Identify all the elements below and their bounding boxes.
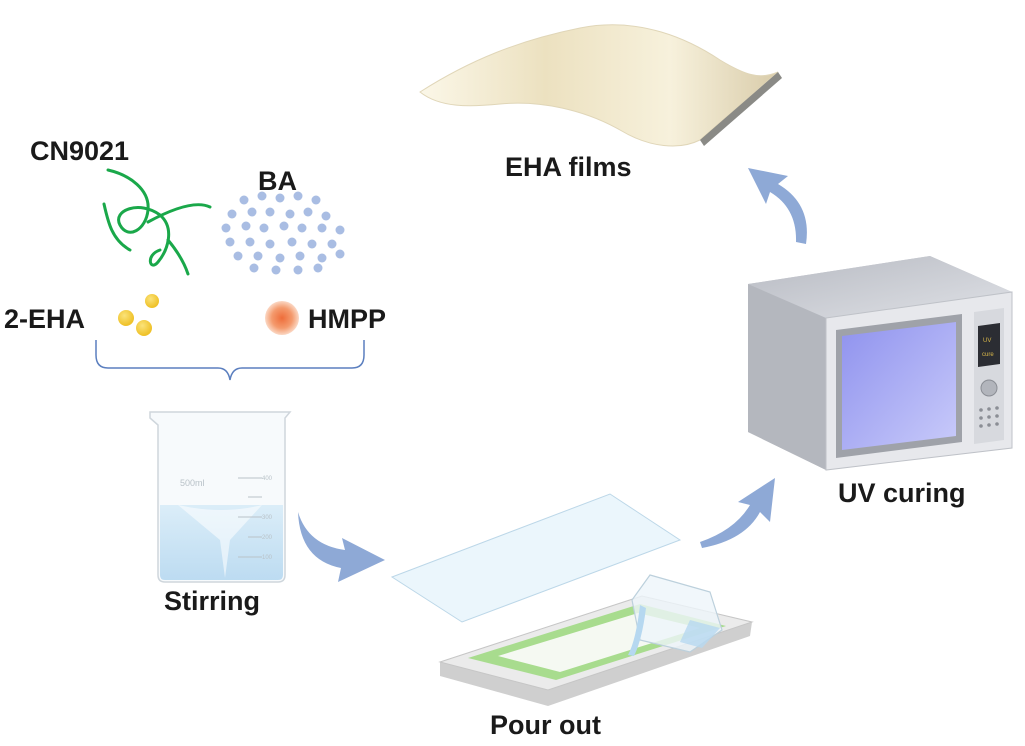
eha-particles [118,294,159,336]
ba-particle [293,265,303,275]
ba-particle [241,221,251,231]
label-cn9021: CN9021 [30,136,130,166]
arrow-pour-to-uv [700,478,775,548]
ba-particles [221,191,345,275]
ba-particle [303,207,313,217]
oven-display-line2: cure [982,352,994,358]
ba-particle [293,191,303,201]
ba-particle [279,221,289,231]
ba-particle [225,237,235,247]
label-stirring: Stirring [164,586,261,616]
eha-film-illustration [419,24,782,147]
oven-dial [980,379,998,397]
ba-particle [285,209,295,219]
ba-particle [227,209,237,219]
glass-plate [390,493,682,623]
ba-particle [317,253,327,263]
ba-particle [307,239,317,249]
beaker-mark-500: 500ml [180,478,205,488]
ba-particle [271,265,281,275]
pouring-beaker-icon [628,574,723,656]
ba-particle [311,195,321,205]
beaker-mark-300: 300 [262,515,273,521]
ba-particle [233,251,243,261]
label-eha-films: EHA films [505,152,632,182]
beaker-mark-100: 100 [262,555,273,561]
beaker-icon: 500ml 400 300 200 100 [149,411,292,583]
ba-particle [321,211,331,221]
ba-particle [249,263,259,273]
ba-particle [295,251,305,261]
ba-particle [275,253,285,263]
ba-particle [335,225,345,235]
ba-particle [221,223,231,233]
hmpp-particle [265,301,299,335]
ba-particle [317,223,327,233]
ba-particle [265,239,275,249]
label-hmpp: HMPP [308,304,387,334]
uv-oven-icon: UV cure [748,256,1013,471]
label-uv-curing: UV curing [838,478,966,508]
beaker-mark-400: 400 [262,476,273,482]
ba-particle [313,263,323,273]
ba-particle [265,207,275,217]
ba-particle [335,249,345,259]
ba-particle [239,195,249,205]
ba-particle [327,239,337,249]
ba-particle [253,251,263,261]
arrow-uv-to-films [748,168,807,244]
oven-display-line1: UV [983,338,991,344]
ba-particle [297,223,307,233]
ba-particle [259,223,269,233]
mixing-bracket [95,340,365,381]
label-2-eha: 2-EHA [4,304,86,334]
cn9021-strands [102,168,212,276]
label-pour-out: Pour out [490,710,601,740]
ba-particle [257,191,267,201]
ba-particle [247,207,257,217]
label-ba: BA [258,166,297,196]
beaker-mark-200: 200 [262,535,273,541]
ba-particle [275,193,285,203]
arrow-stirring-to-pour [298,512,385,582]
ba-particle [245,237,255,247]
ba-particle [287,237,297,247]
